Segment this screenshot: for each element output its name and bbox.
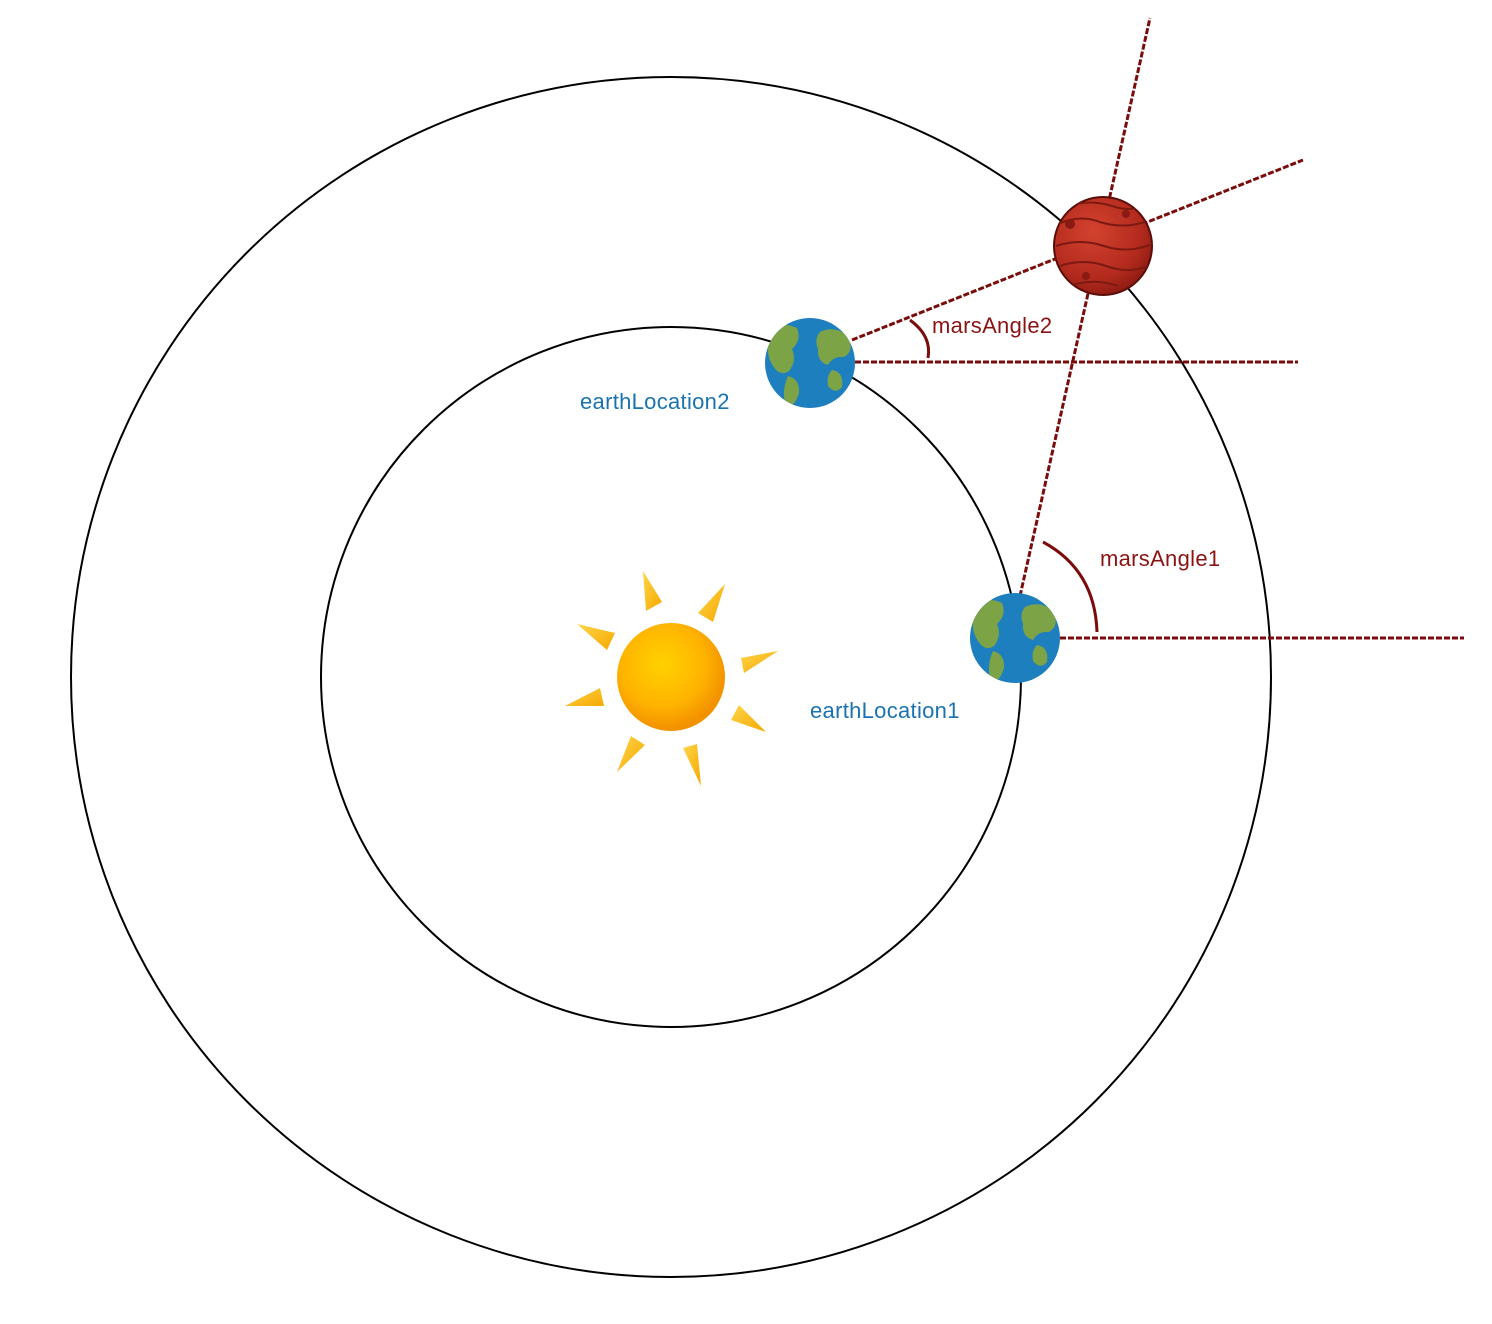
mars-icon <box>1053 196 1153 296</box>
sight-line-1 <box>1018 17 1152 597</box>
earth-location-1-label: earthLocation1 <box>810 698 960 723</box>
outer-orbit <box>70 76 1272 1278</box>
mars-angle-2-label: marsAngle2 <box>932 313 1052 338</box>
mars-angle-1-label: marsAngle1 <box>1100 546 1220 571</box>
earth-location-2-label: earthLocation2 <box>580 389 730 414</box>
sun-icon <box>565 571 778 786</box>
mars-angle-1-arc <box>1042 540 1099 633</box>
earth-icon <box>765 318 855 408</box>
mars-angle-2-arc <box>909 318 931 359</box>
earth-icon <box>970 593 1060 683</box>
